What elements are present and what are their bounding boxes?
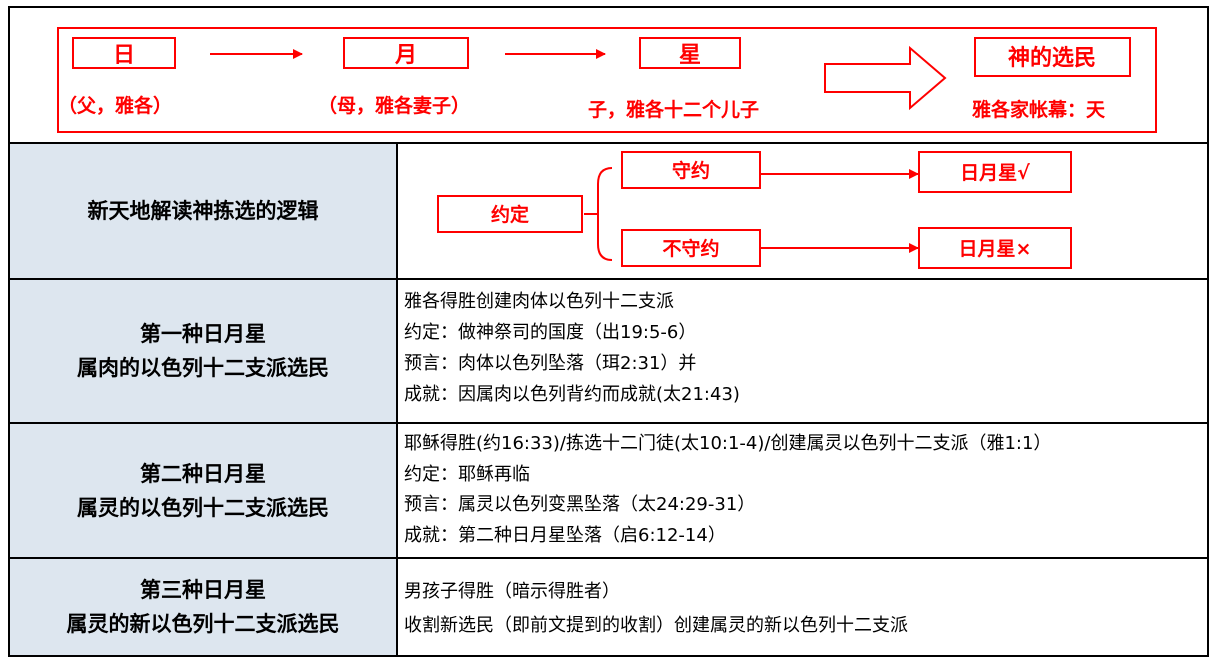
detail-lines: 雅各得胜创建肉体以色列十二支派 约定：做神祭司的国度（出19:5-6） 预言：肉… bbox=[404, 286, 740, 410]
moon-label: 月 bbox=[394, 43, 417, 68]
detail-line: 耶稣得胜(约16:33)/拣选十二门徒(太10:1-4)/创建属灵以色列十二支派… bbox=[404, 433, 1052, 454]
first-sun-moon-star-row: 第一种日月星 属肉的以色列十二支派选民 雅各得胜创建肉体以色列十二支派 约定：做… bbox=[10, 280, 1207, 424]
row-subtitle: 属灵的新以色列十二支派选民 bbox=[66, 612, 340, 636]
covenant-logic-diagram: 约定 守约 不守约 日月星√ 日月星× bbox=[437, 151, 1072, 269]
result-blessed-label: 日月星√ bbox=[960, 162, 1030, 184]
third-sun-moon-star-row: 第三种日月星 属灵的新以色列十二支派选民 男孩子得胜（暗示得胜者） 收割新选民（… bbox=[10, 559, 1207, 655]
row-detail-cell: 耶稣得胜(约16:33)/拣选十二门徒(太10:1-4)/创建属灵以色列十二支派… bbox=[398, 424, 1207, 557]
row-title-cell: 第三种日月星 属灵的新以色列十二支派选民 bbox=[10, 559, 398, 655]
detail-line: 成就：因属肉以色列背约而成就(太21:43) bbox=[404, 384, 740, 405]
row-subtitle: 属肉的以色列十二支派选民 bbox=[77, 356, 329, 380]
row-title: 第一种日月星 bbox=[140, 322, 266, 346]
row-title-cell: 第二种日月星 属灵的以色列十二支派选民 bbox=[10, 424, 398, 557]
result-fallen-box bbox=[918, 227, 1072, 269]
detail-lines: 耶稣得胜(约16:33)/拣选十二门徒(太10:1-4)/创建属灵以色列十二支派… bbox=[404, 429, 1051, 551]
big-arrow-icon bbox=[824, 45, 947, 111]
sun-box bbox=[72, 37, 176, 69]
row-title: 第三种日月星 bbox=[140, 578, 266, 602]
branch-bracket bbox=[584, 167, 613, 261]
sun-label: 日 bbox=[113, 43, 135, 68]
logic-row: 新天地解读神拣选的逻辑 约定 守约 不守约 日月星√ bbox=[10, 144, 1207, 280]
family-flow-section: 日 月 星 神的选民 （父，雅各） （母，雅各妻子） 子，雅各十二个儿子 雅各家… bbox=[10, 8, 1207, 144]
row-title: 第二种日月星 bbox=[140, 461, 266, 486]
tent-label: 雅各家帐幕：天 bbox=[972, 98, 1106, 121]
detail-lines: 男孩子得胜（暗示得胜者） 收割新选民（即前文提到的收割）创建属灵的新以色列十二支… bbox=[404, 575, 908, 643]
detail-line: 约定：耶稣再临 bbox=[404, 463, 530, 485]
logic-heading-cell: 新天地解读神拣选的逻辑 bbox=[10, 144, 398, 278]
break-covenant-label: 不守约 bbox=[662, 237, 719, 260]
covenant-box bbox=[437, 195, 583, 233]
logic-diagram-cell: 约定 守约 不守约 日月星√ 日月星× bbox=[398, 144, 1207, 278]
star-box bbox=[639, 37, 741, 69]
chosen-people-box bbox=[974, 37, 1131, 77]
family-flow-diagram: 日 月 星 神的选民 （父，雅各） （母，雅各妻子） 子，雅各十二个儿子 雅各家… bbox=[57, 27, 1157, 133]
detail-line: 收割新选民（即前文提到的收割）创建属灵的新以色列十二支派 bbox=[404, 615, 908, 636]
logic-heading: 新天地解读神拣选的逻辑 bbox=[87, 199, 319, 223]
keep-covenant-label: 守约 bbox=[672, 159, 710, 182]
detail-line: 预言：属灵以色列变黑坠落（太24:29-31） bbox=[404, 494, 756, 515]
father-label: （父，雅各） bbox=[58, 94, 172, 117]
main-table: 日 月 星 神的选民 （父，雅各） （母，雅各妻子） 子，雅各十二个儿子 雅各家… bbox=[8, 6, 1209, 657]
result-fallen-label: 日月星× bbox=[959, 238, 1032, 260]
mother-label: （母，雅各妻子） bbox=[318, 94, 470, 117]
detail-line: 约定：做神祭司的国度（出19:5-6） bbox=[404, 322, 697, 343]
result-blessed-box bbox=[918, 151, 1072, 193]
detail-line: 雅各得胜创建肉体以色列十二支派 bbox=[404, 291, 674, 312]
row-title-cell: 第一种日月星 属肉的以色列十二支派选民 bbox=[10, 280, 398, 422]
detail-line: 成就：第二种日月星坠落（启6:12-14） bbox=[404, 524, 726, 546]
flow-outer-frame bbox=[57, 27, 1157, 133]
second-sun-moon-star-row: 第二种日月星 属灵的以色列十二支派选民 耶稣得胜(约16:33)/拣选十二门徒(… bbox=[10, 424, 1207, 559]
detail-line: 男孩子得胜（暗示得胜者） bbox=[404, 581, 620, 602]
moon-box bbox=[343, 37, 469, 69]
covenant-label: 约定 bbox=[491, 203, 529, 226]
chosen-people-label: 神的选民 bbox=[1008, 45, 1096, 71]
keep-covenant-box bbox=[621, 151, 761, 189]
star-label: 星 bbox=[679, 43, 701, 68]
row-detail-cell: 男孩子得胜（暗示得胜者） 收割新选民（即前文提到的收割）创建属灵的新以色列十二支… bbox=[398, 559, 1207, 655]
sons-label: 子，雅各十二个儿子 bbox=[588, 98, 759, 121]
row-subtitle: 属灵的以色列十二支派选民 bbox=[77, 495, 329, 520]
detail-line: 预言：肉体以色列坠落（珥2:31）并 bbox=[404, 353, 697, 374]
row-detail-cell: 雅各得胜创建肉体以色列十二支派 约定：做神祭司的国度（出19:5-6） 预言：肉… bbox=[398, 280, 1207, 422]
